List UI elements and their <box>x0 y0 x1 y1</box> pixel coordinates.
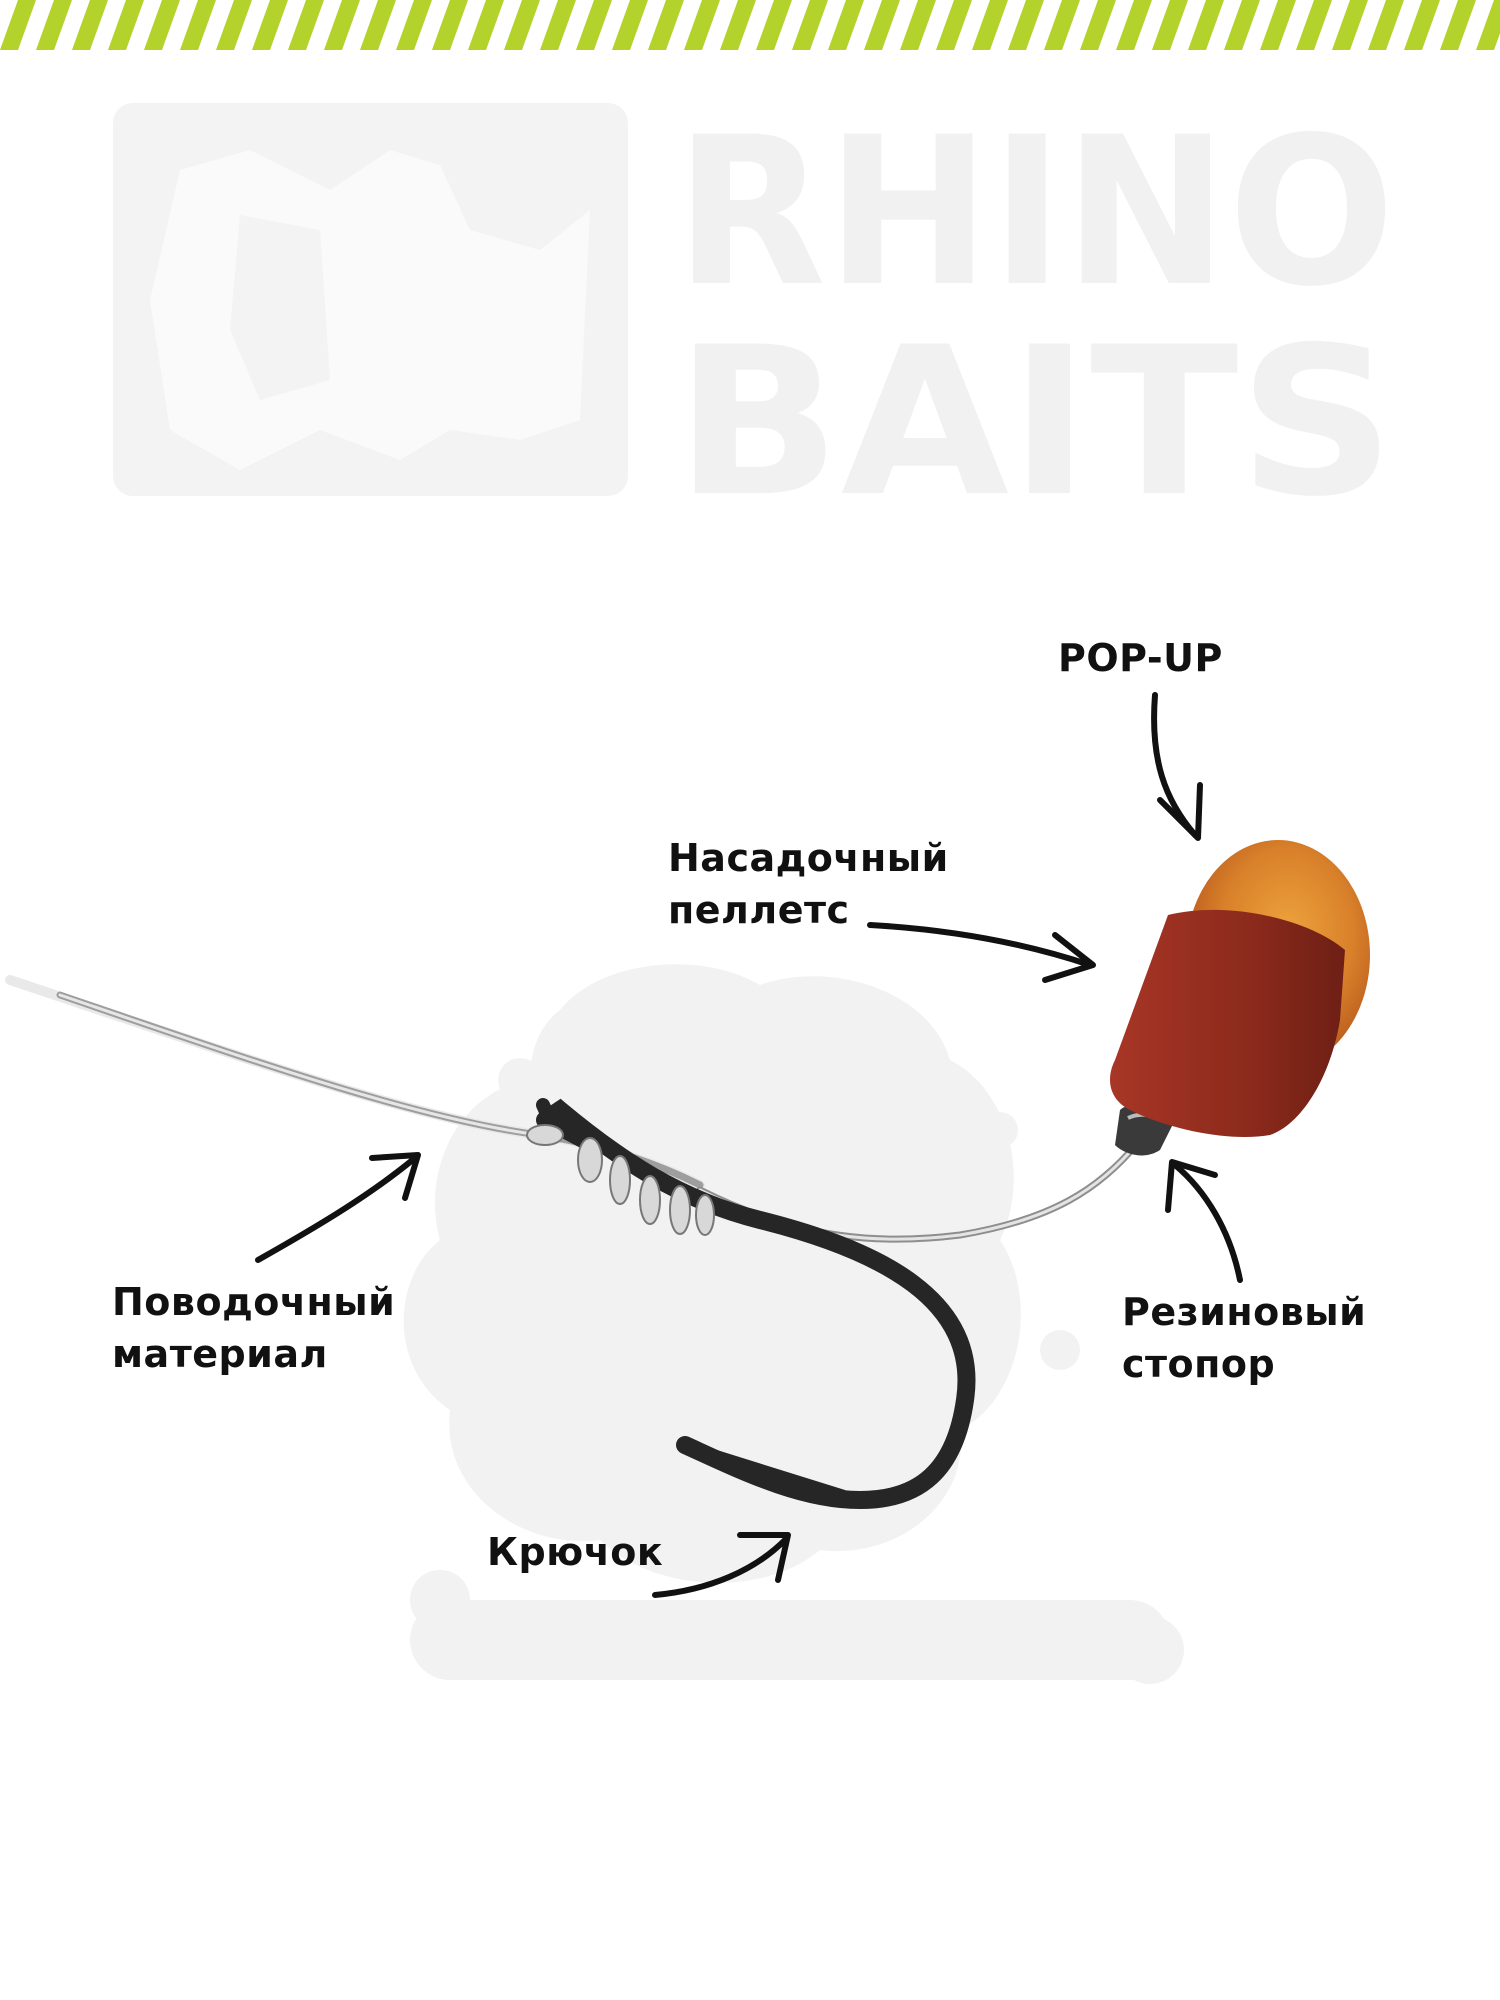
rhino-emblem-inner <box>230 215 330 400</box>
brand-watermark: RHINO BAITS <box>113 94 1395 542</box>
hook-point <box>685 1440 860 1505</box>
stopper-label-line-2: стопор <box>1122 1342 1276 1386</box>
pellet-label-line-1: Насадочный <box>668 836 949 880</box>
popup-label: POP-UP <box>1058 636 1223 680</box>
pellet-bait <box>1110 909 1345 1138</box>
splash-drop <box>404 1294 456 1346</box>
stopper-arrow <box>1165 1159 1243 1283</box>
splash-watermark <box>403 964 1184 1684</box>
leader-label-line-1: Поводочный <box>112 1280 396 1324</box>
splash-drop <box>498 1058 542 1102</box>
stopper-label-line-1: Резиновый <box>1122 1290 1367 1334</box>
leader-arrow <box>255 1152 421 1263</box>
pellet-label-line-2: пеллетс <box>668 888 850 932</box>
leader-label-line-2: материал <box>112 1332 328 1376</box>
hook-arrow <box>652 1532 791 1598</box>
splash-puddle <box>410 1600 1170 1680</box>
brand-line-1: RHINO <box>675 94 1395 332</box>
pellet-arrow <box>867 922 1096 983</box>
knot-wraps <box>526 1124 715 1236</box>
splash-drop <box>1040 1330 1080 1370</box>
splash-drop <box>982 1112 1018 1148</box>
hook-label: Крючок <box>487 1530 664 1574</box>
brand-line-2: BAITS <box>675 304 1395 542</box>
arrows <box>255 692 1243 1598</box>
hook <box>526 1098 976 1510</box>
popup-arrow <box>1151 692 1203 841</box>
top-stripe-bar <box>0 0 1500 50</box>
